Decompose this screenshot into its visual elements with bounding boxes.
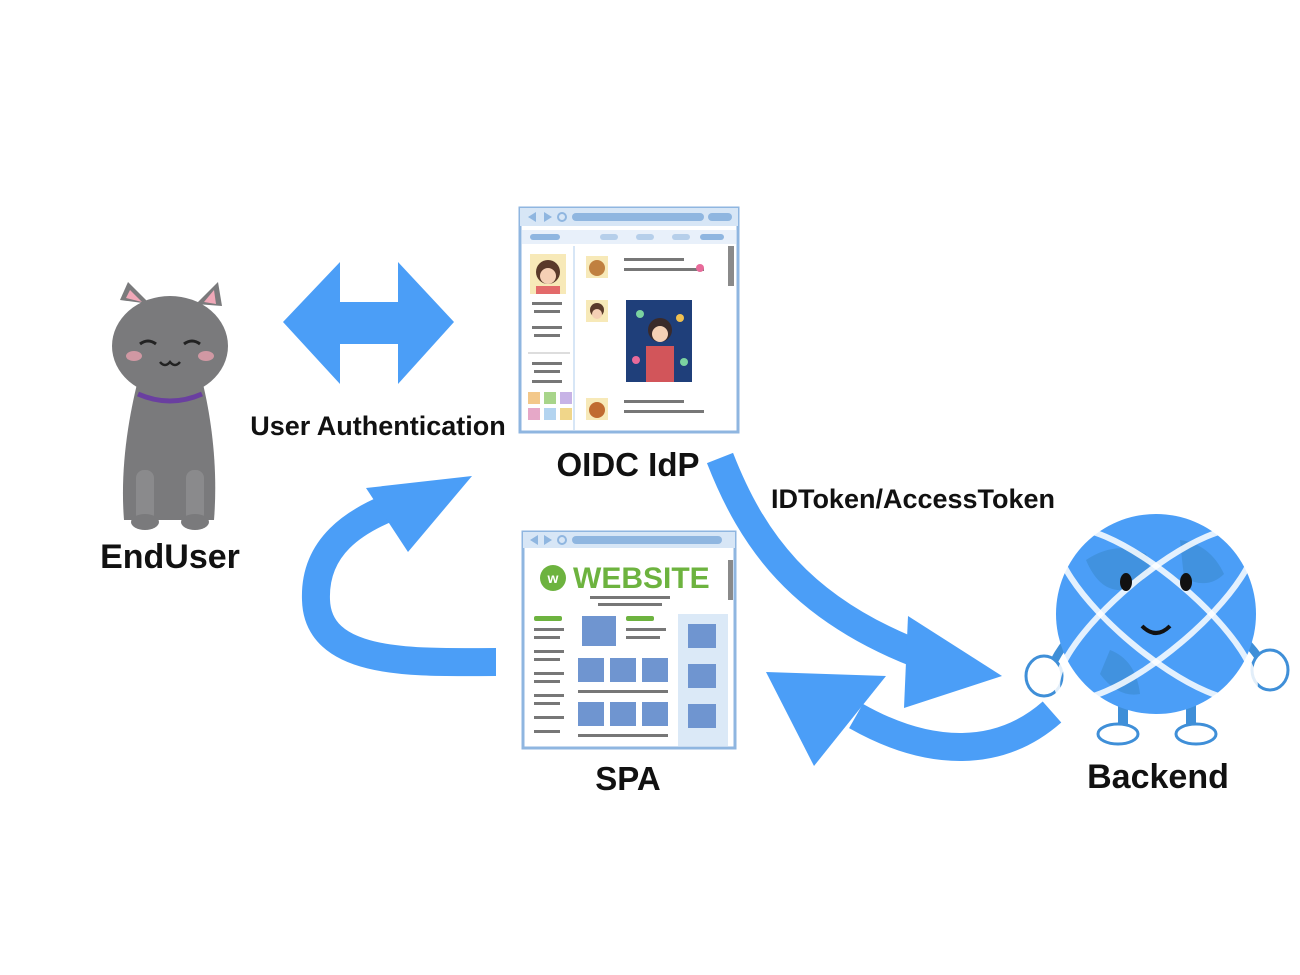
svg-text:w: w [547, 570, 559, 586]
spa-site-name: WEBSITE [573, 562, 710, 595]
idp-to-backend-arrow-head [904, 616, 1002, 708]
cat-right-ear [196, 282, 222, 306]
labels: EndUser OIDC IdP SPA Backend User Authen… [100, 411, 1229, 797]
globe-body [1056, 514, 1256, 714]
auth-double-arrow [283, 262, 454, 384]
backend-to-spa-arrow-head [766, 672, 886, 766]
globe-left-glove [1024, 654, 1064, 698]
enduser-cat-illustration [112, 282, 228, 530]
website-logo-icon [540, 565, 566, 591]
enduser-label: EndUser [100, 538, 240, 576]
backend-globe-illustration [1024, 514, 1290, 746]
spa-label: SPA [595, 760, 660, 797]
backend-to-spa-arrow-body [849, 701, 1062, 761]
cat-head [112, 296, 228, 396]
idp-browser-illustration [518, 206, 740, 434]
idp-label: OIDC IdP [556, 446, 699, 483]
spa-browser-illustration: w WEBSITE [521, 530, 737, 750]
cat-left-ear [120, 282, 150, 304]
spa-to-idp-arrow-head [366, 476, 472, 552]
spa-to-idp-arrow-body [301, 488, 497, 677]
backend-label: Backend [1087, 758, 1229, 796]
cat-collar [136, 391, 204, 404]
arrows [283, 262, 1062, 766]
idp-to-backend-arrow-body [706, 452, 924, 668]
token-label: IDToken/AccessToken [771, 484, 1055, 514]
user-authentication-label: User Authentication [250, 411, 506, 441]
